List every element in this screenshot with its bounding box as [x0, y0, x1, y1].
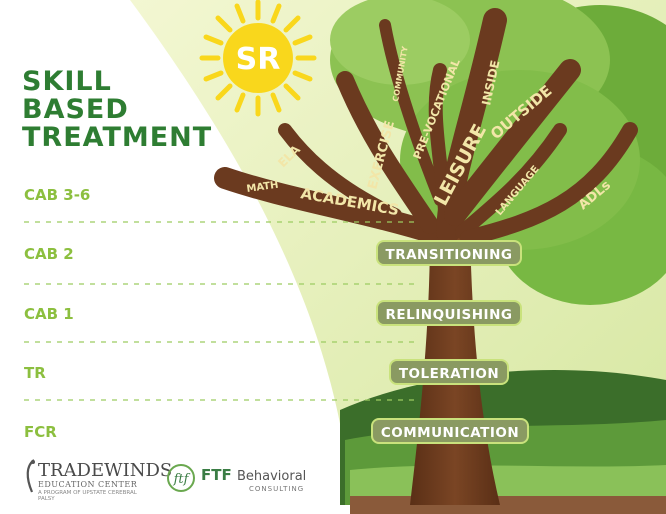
tradewinds-tagline: A PROGRAM OF UPSTATE CEREBRAL PALSY: [38, 490, 137, 502]
title-line-1: SKILL: [22, 66, 112, 97]
branch-academics: [214, 167, 451, 246]
branch-adls: [460, 122, 638, 246]
branch-language: [455, 123, 567, 239]
level-tr: TR: [24, 364, 46, 382]
tradewinds-subtitle: EDUCATION CENTER: [38, 480, 138, 489]
title-line-3: TREATMENT: [22, 122, 213, 153]
soil-strip: [350, 496, 666, 514]
ftf-title: FTF Behavioral: [201, 466, 306, 484]
sun-label: SR: [236, 42, 281, 77]
tradewinds-logo: TRADEWINDS EDUCATION CENTER A PROGRAM OF…: [24, 458, 172, 502]
sun: SR: [199, 0, 317, 117]
level-cab-3-6: CAB 3-6: [24, 186, 91, 204]
branch-ela: [278, 123, 402, 222]
tradewinds-mark-icon: [26, 459, 35, 493]
branch-outside: [444, 59, 581, 226]
foliage-highlight: [330, 0, 470, 85]
level-cab-1: CAB 1: [24, 305, 74, 323]
ftf-behavioral: Behavioral: [236, 469, 307, 484]
stage-toleration: TOLERATION: [389, 359, 509, 385]
branch-community: [379, 19, 446, 206]
stage-transitioning: TRANSITIONING: [376, 240, 522, 266]
level-cab-2: CAB 2: [24, 245, 74, 263]
ftf-logo: ftf FTF Behavioral CONSULTING: [165, 463, 315, 497]
title-line-2: BASED: [22, 94, 129, 125]
ftf-mark-text: ftf: [173, 472, 191, 487]
stage-relinquishing: RELINQUISHING: [376, 300, 522, 326]
level-fcr: FCR: [24, 423, 57, 441]
ftf-name: FTF: [201, 466, 232, 484]
branch-exercise: [336, 71, 439, 234]
stage-communication: COMMUNICATION: [371, 418, 529, 444]
tradewinds-name: TRADEWINDS: [38, 460, 173, 481]
ftf-consulting: CONSULTING: [249, 485, 305, 493]
branch-label-math: MATH: [246, 180, 279, 195]
ftf-mark-icon: ftf: [167, 464, 195, 492]
